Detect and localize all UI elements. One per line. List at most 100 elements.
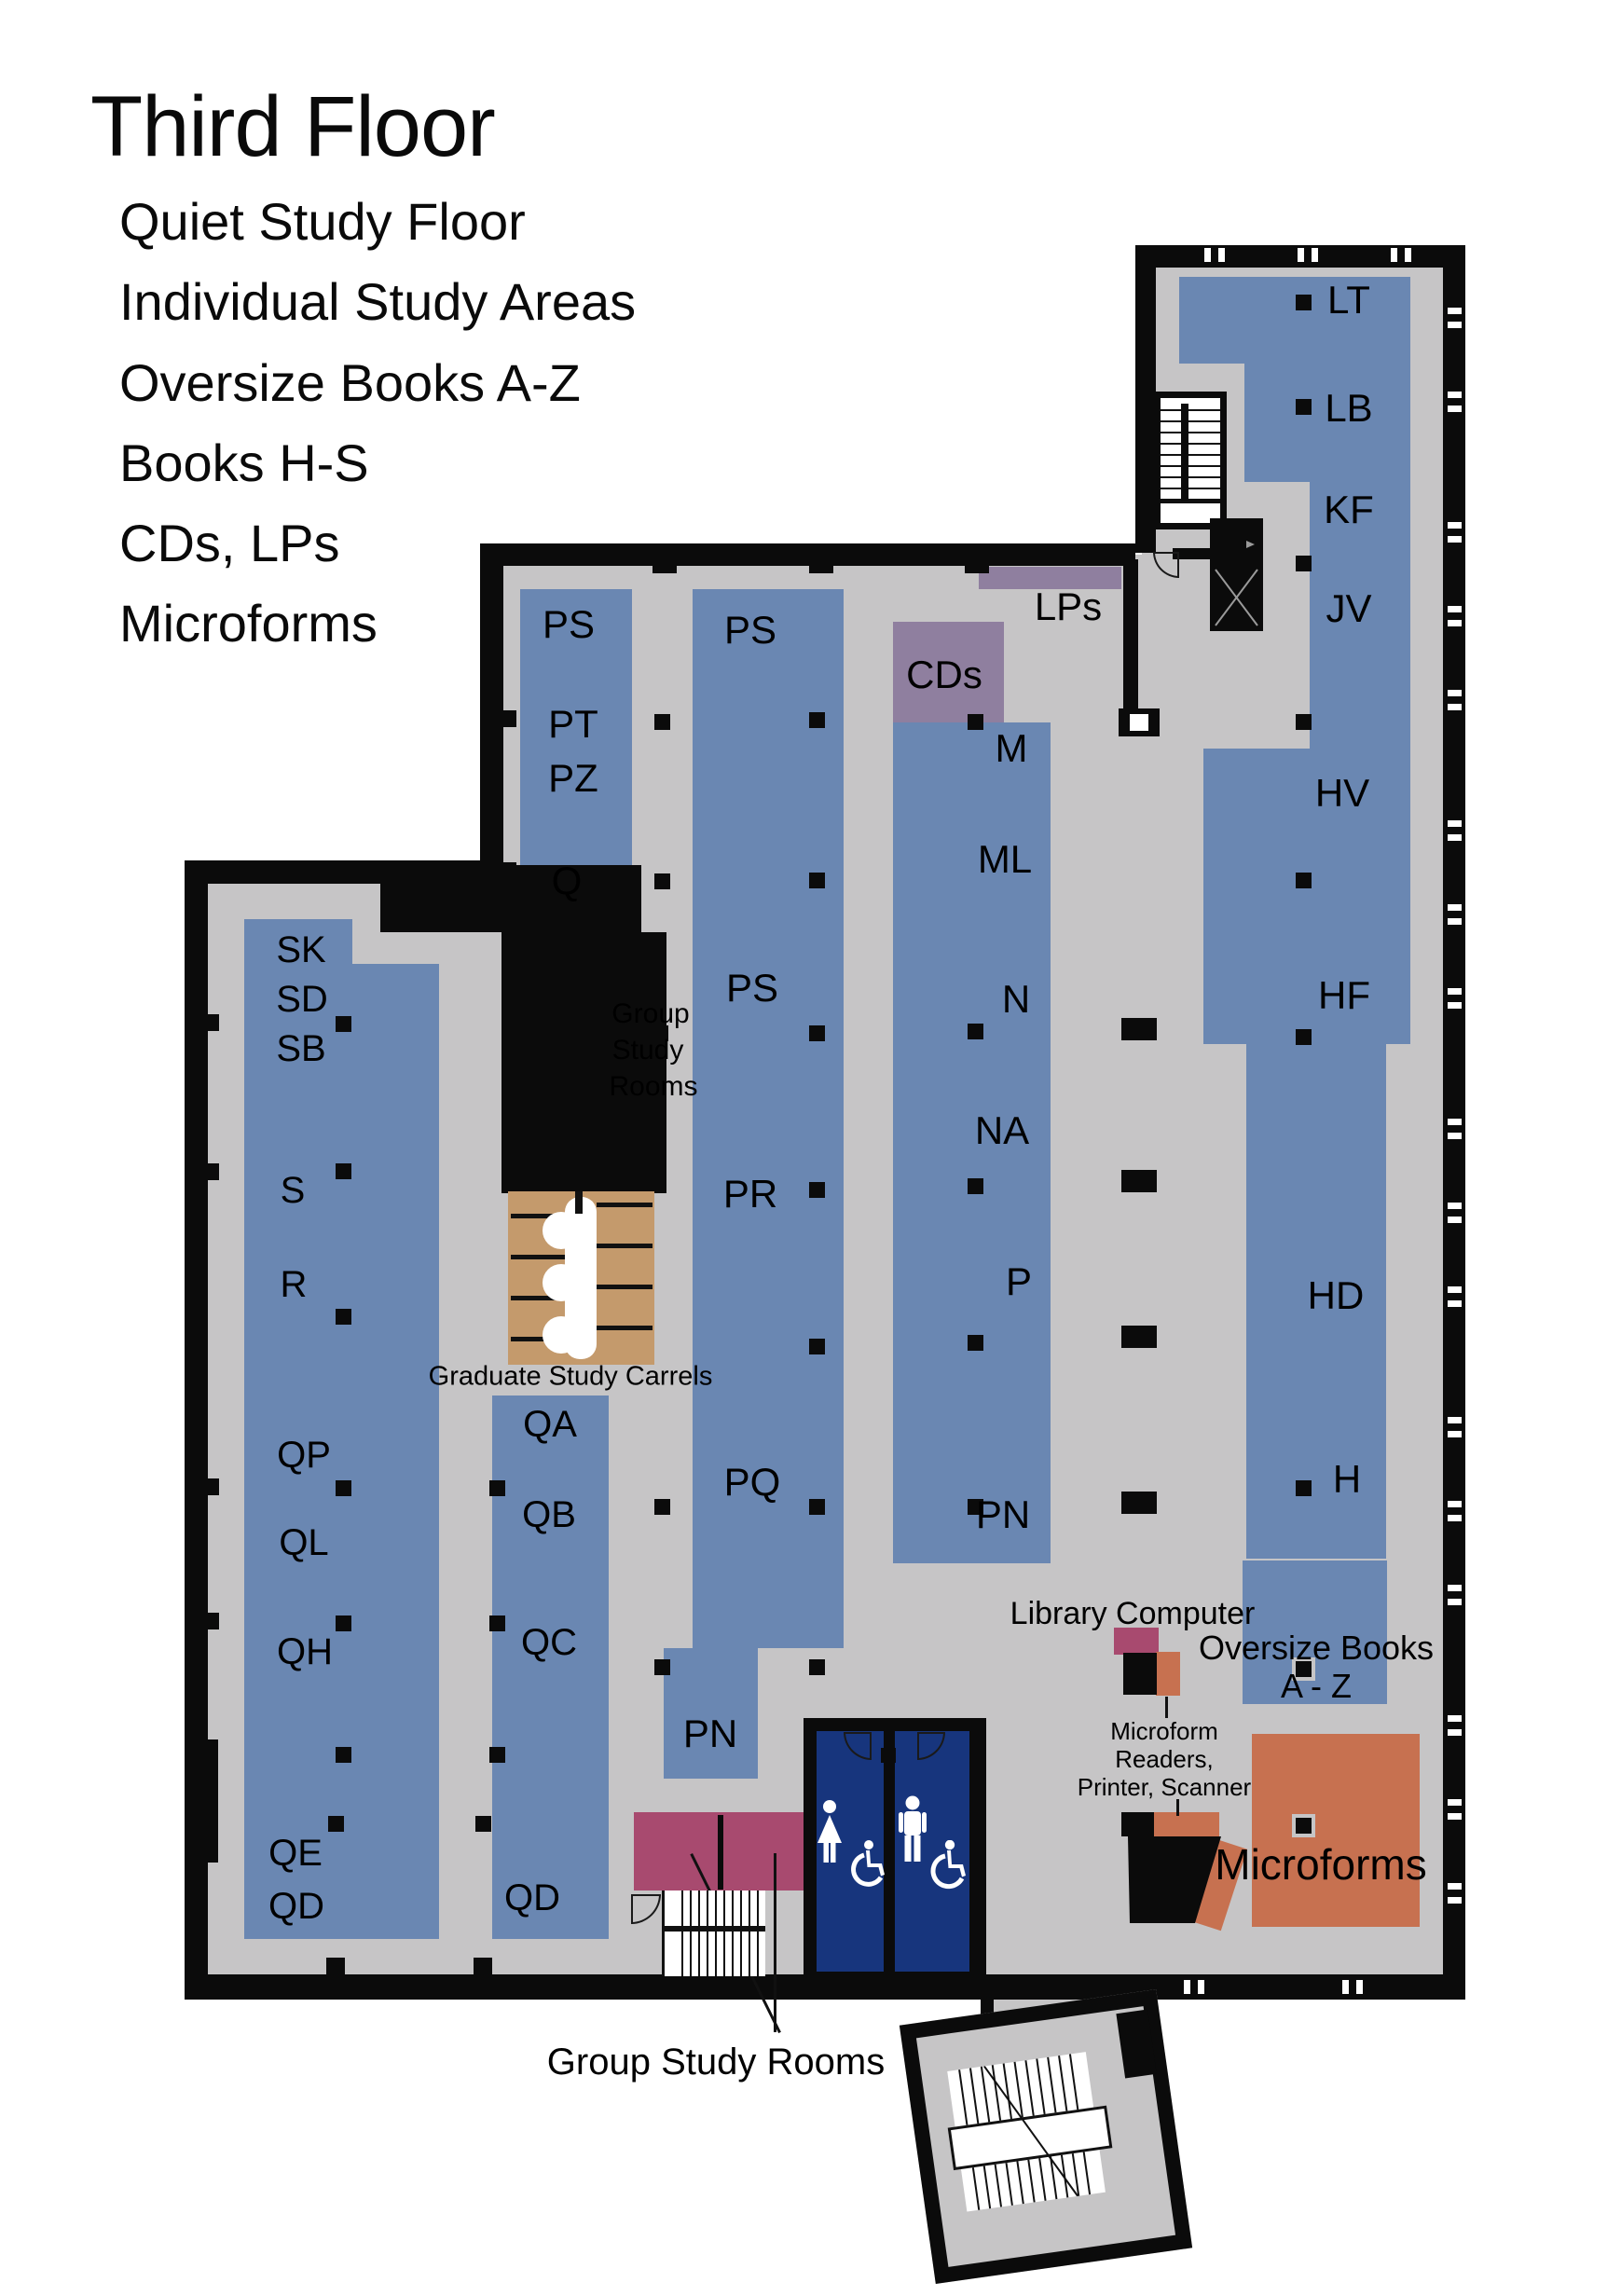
subtitle-line: Microforms <box>119 594 378 653</box>
window-tick <box>1448 1002 1462 1009</box>
pillar-dot <box>1296 295 1312 310</box>
map-label-pr: PR <box>722 1172 778 1216</box>
window-tick <box>1448 1813 1462 1820</box>
window-tick <box>1448 1799 1462 1806</box>
pillar-dot <box>1292 1814 1315 1837</box>
carrel-partition <box>511 1214 569 1218</box>
map-label-qh: QH <box>277 1631 333 1672</box>
wall-inset <box>1130 714 1148 731</box>
pillar-dot <box>475 1816 491 1832</box>
subtitle-line: Quiet Study Floor <box>119 192 526 251</box>
pillar-dot <box>336 1309 351 1325</box>
pillar-dot <box>1296 714 1312 730</box>
window-tick <box>1448 690 1462 696</box>
map-label-hv: HV <box>1314 771 1370 815</box>
media-area <box>893 622 1004 722</box>
window-tick <box>1448 536 1462 543</box>
map-label-hf: HF <box>1318 973 1370 1017</box>
map-label-microforms: Microforms <box>1215 1840 1427 1889</box>
pointer-line <box>1176 1799 1179 1816</box>
woman-icon <box>817 1800 842 1863</box>
map-label-na: NA <box>974 1108 1030 1152</box>
wheelchair-icon <box>851 1840 885 1887</box>
map-label-pq: PQ <box>723 1460 781 1504</box>
window-tick <box>1218 248 1225 262</box>
wall <box>594 1024 664 1037</box>
pillar-dot <box>1121 1492 1157 1514</box>
window-tick <box>1448 322 1462 328</box>
map-label-q: Q <box>551 859 583 902</box>
window-tick <box>1448 904 1462 911</box>
window-tick <box>1448 1119 1462 1125</box>
pillar-dot <box>336 1016 351 1032</box>
window-tick <box>1356 1980 1363 1994</box>
pillar-dot <box>336 1163 351 1179</box>
wall <box>809 562 833 573</box>
pillar-dot <box>809 1025 825 1041</box>
pillar-dot <box>1296 556 1312 571</box>
stairs-icon <box>1154 392 1227 529</box>
map-label-a-z: A - Z <box>1280 1667 1353 1705</box>
map-label-ps: PS <box>723 608 777 652</box>
map-label-sk: SK <box>276 929 326 970</box>
pillar-dot <box>809 1659 825 1675</box>
pillar-dot <box>968 1178 983 1194</box>
window-tick <box>1448 1897 1462 1904</box>
map-label-qb: QB <box>522 1494 576 1535</box>
window-tick <box>1448 1515 1462 1521</box>
carrel-partition <box>597 1203 653 1207</box>
map-label-printer-scanner: Printer, Scanner <box>1077 1773 1252 1801</box>
map-label-ps: PS <box>725 966 779 1010</box>
window-tick <box>1448 1133 1462 1139</box>
exit-stairwell-pod <box>899 1989 1193 2284</box>
pointer-line <box>774 1853 776 2032</box>
map-label-lb: LB <box>1325 386 1373 430</box>
map-label-rooms: Rooms <box>609 1071 698 1102</box>
shelf-area <box>520 589 632 912</box>
window-tick <box>1448 834 1462 841</box>
wall <box>881 1748 896 1763</box>
carrel-desk <box>543 1264 580 1301</box>
map-label-readers-: Readers, <box>1115 1745 1214 1773</box>
wall <box>208 1478 219 1495</box>
map-label-ql: QL <box>279 1522 329 1563</box>
map-label-pz: PZ <box>548 756 598 800</box>
wall <box>185 860 503 884</box>
map-label-pn: PN <box>682 1712 738 1755</box>
pillar-dot <box>968 714 983 730</box>
map-label-jv: JV <box>1326 586 1372 630</box>
window-tick <box>1448 308 1462 314</box>
window-tick <box>1448 820 1462 827</box>
wall <box>185 1974 1465 2000</box>
pillar-dot <box>1296 399 1312 415</box>
pillar-dot <box>809 1499 825 1515</box>
carrel-partition <box>511 1296 569 1300</box>
carrel-partition <box>597 1244 653 1248</box>
wall <box>185 1739 218 1863</box>
wall <box>208 1163 219 1180</box>
shelf-area <box>1179 277 1410 364</box>
pillar-dot <box>328 1816 344 1832</box>
window-tick <box>1448 620 1462 626</box>
window-tick <box>1204 248 1211 262</box>
window-tick <box>1448 1217 1462 1223</box>
carrel-desk <box>543 1316 580 1354</box>
pillar-dot <box>489 1615 505 1631</box>
map-label-qe: QE <box>268 1833 323 1874</box>
map-label-study: Study <box>611 1035 684 1066</box>
pillar-dot <box>654 1499 670 1515</box>
wall <box>1135 245 1156 553</box>
pillar-dot <box>654 1659 670 1675</box>
window-tick <box>1184 1980 1190 1994</box>
shelf-area <box>244 964 439 1939</box>
wall <box>208 1613 219 1629</box>
window-tick <box>1448 406 1462 412</box>
carrel-partition <box>511 1337 569 1341</box>
shelf-area <box>664 1648 758 1779</box>
pillar-dot <box>653 1025 668 1041</box>
page-title: Third Floor <box>90 79 496 174</box>
map-label-oversize-books: Oversize Books <box>1198 1629 1435 1667</box>
map-label-qp: QP <box>277 1435 331 1476</box>
shelf-area <box>1246 1044 1386 1559</box>
